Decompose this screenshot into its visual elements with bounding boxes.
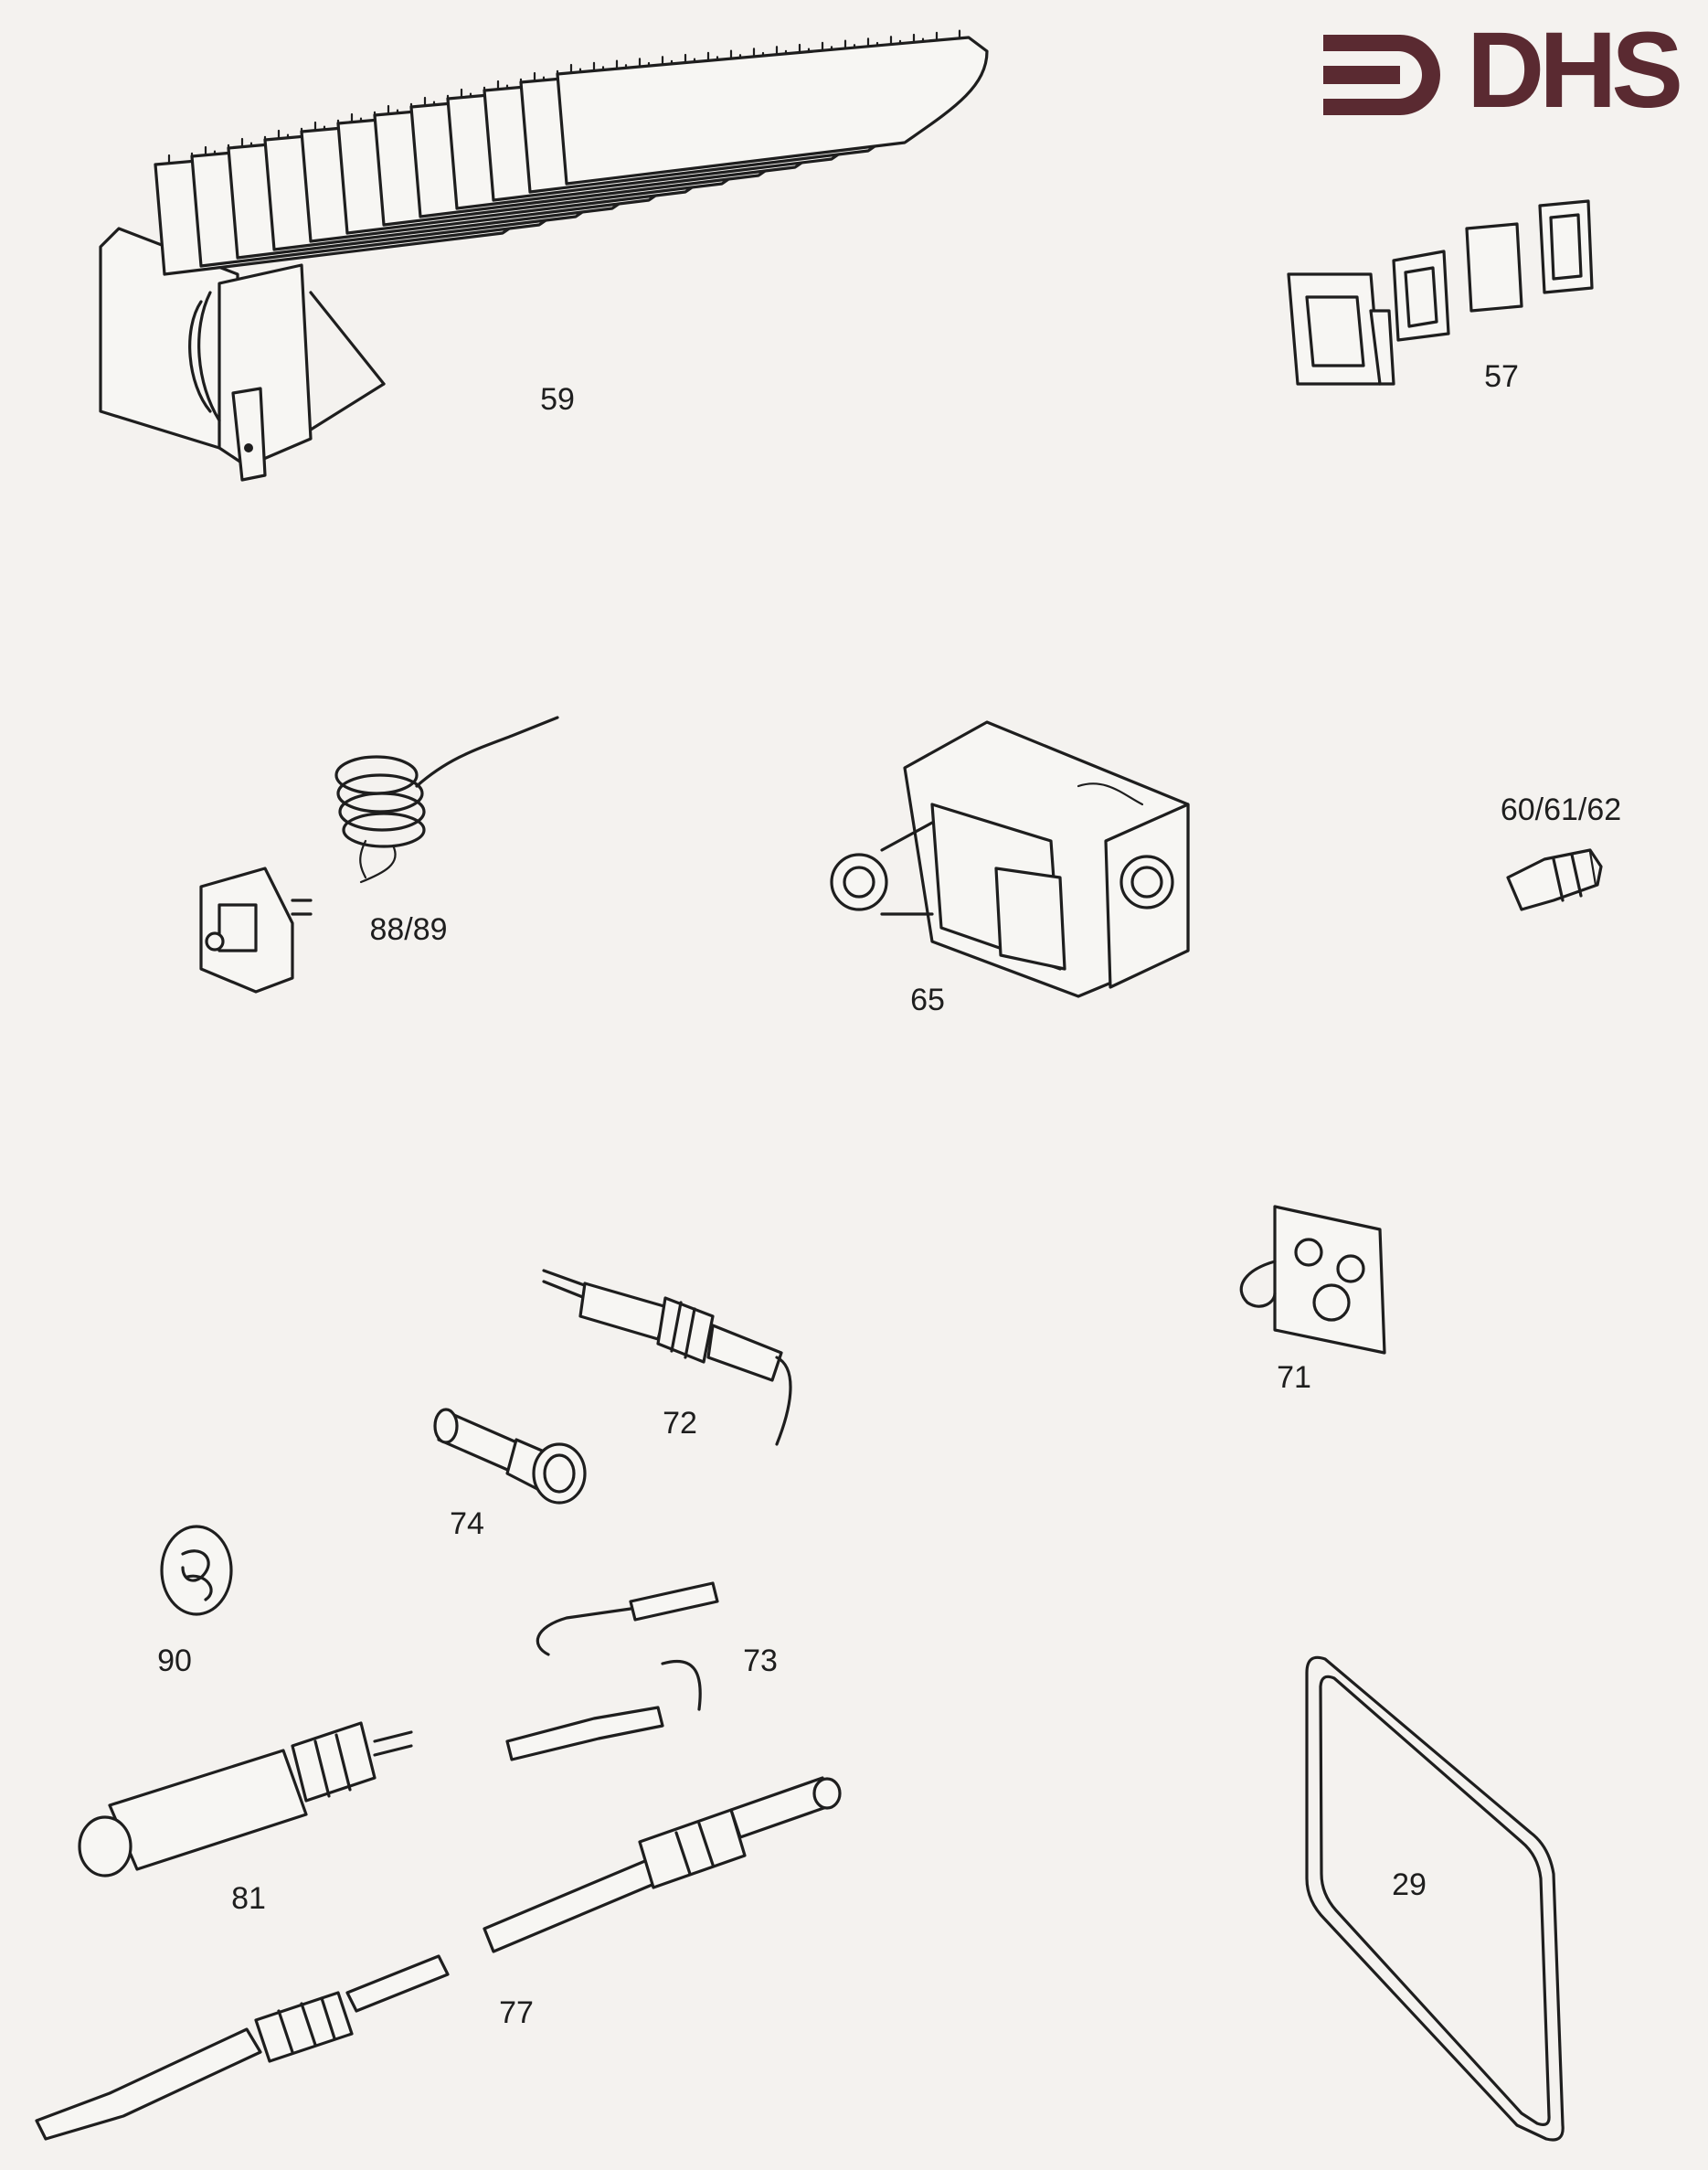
part-label-74: 74	[450, 1506, 484, 1541]
part-label-65: 65	[910, 983, 945, 1017]
burner-fin	[556, 36, 989, 186]
thermostat-capillary-icon	[199, 716, 559, 994]
ignition-lead-icon	[505, 1581, 719, 1761]
dhs-logo-mark-icon	[1323, 35, 1440, 115]
burner-fin-teeth	[569, 29, 961, 74]
part-label-81: 81	[231, 1881, 266, 1916]
pilot-burner-icon	[542, 1269, 792, 1446]
gas-valve-icon	[830, 720, 1190, 998]
injector-nozzle-icon	[1506, 848, 1603, 911]
part-label-57: 57	[1484, 359, 1519, 394]
part-label-73: 73	[743, 1643, 778, 1678]
part-label-77: 77	[499, 1995, 534, 2030]
mounting-plate-icon	[1239, 1205, 1386, 1355]
gasket-set-icon	[1287, 199, 1594, 386]
door-seal-icon	[1305, 1655, 1565, 2142]
part-label-90: 90	[157, 1643, 192, 1678]
burner-fins	[154, 29, 989, 276]
part-label-71: 71	[1277, 1360, 1311, 1395]
part-label-60-61-62: 60/61/62	[1500, 792, 1622, 827]
grommet-icon	[160, 1525, 233, 1616]
thermocouple-element-icon	[78, 1721, 413, 1877]
electrode-icon	[433, 1408, 587, 1505]
part-label-88-89: 88/89	[369, 912, 448, 947]
part-label-59: 59	[540, 382, 575, 417]
part-label-72: 72	[663, 1406, 697, 1441]
brand-logo-text: DHS	[1467, 10, 1683, 131]
thermocouple-icon	[35, 1776, 842, 2141]
part-label-29: 29	[1392, 1867, 1427, 1902]
logo-arrow-shape	[1323, 35, 1440, 115]
